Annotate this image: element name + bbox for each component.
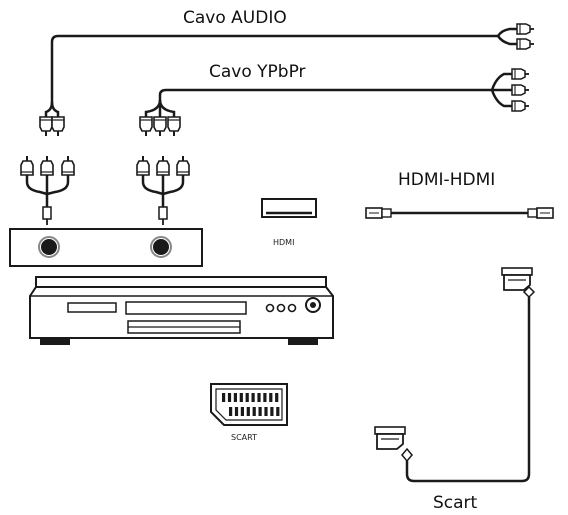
scart-pin [269, 393, 273, 402]
audio-plug-end-2-icon [516, 38, 535, 50]
hdmi-port-icon [261, 198, 317, 218]
scart-pin [227, 393, 232, 402]
audio-adapter-plug-3-icon [61, 155, 75, 176]
dvd-player-icon [29, 276, 334, 345]
audio-plug-right-icon [51, 116, 65, 137]
scart-pin [270, 407, 274, 416]
scart-cable [374, 267, 536, 483]
scart-pin [257, 393, 261, 402]
audio-adapter [20, 155, 75, 225]
audio-plug-left-icon [39, 116, 53, 137]
ypbpr-plug-end-1-icon [511, 68, 530, 80]
ypbpr-plug-pb-icon [153, 116, 167, 137]
scart-pins [222, 393, 280, 416]
video-adapter-plug-3-icon [176, 155, 190, 176]
audio-adapter-plug-2-icon [40, 155, 54, 176]
ypbpr-cable-label: Cavo YPbPr [209, 62, 306, 82]
scart-pin [275, 393, 279, 402]
video-jack-icon [153, 239, 169, 255]
scart-pin [229, 407, 233, 416]
scart-pin [240, 407, 244, 416]
ypbpr-plug-y-icon [139, 116, 153, 137]
scart-pin [234, 407, 239, 416]
ypbpr-plug-end-3-icon [511, 100, 530, 112]
hdmi-port-label: HDMI [273, 238, 294, 247]
hdmi-cable-label: HDMI-HDMI [398, 170, 495, 190]
audio-plug-end-1-icon [516, 23, 535, 35]
hdmi-cable [365, 207, 554, 219]
scart-pin [258, 407, 262, 416]
scart-pin [263, 393, 267, 402]
video-adapter-plug-1-icon [136, 155, 150, 176]
scart-pin [276, 407, 280, 416]
scart-pin [233, 393, 237, 402]
scart-pin [251, 393, 255, 402]
connector-panel [9, 228, 203, 267]
scart-cable-label: Scart [433, 493, 478, 513]
audio-adapter-plug-1-icon [20, 155, 34, 176]
scart-pin [252, 407, 256, 416]
ypbpr-cable [139, 68, 530, 137]
video-adapter [136, 155, 190, 225]
video-adapter-plug-2-icon [156, 155, 170, 176]
scart-port-icon [210, 383, 288, 426]
audio-cable [39, 23, 535, 137]
scart-pin [245, 393, 249, 402]
scart-pin [222, 393, 226, 402]
audio-jack-icon [41, 239, 57, 255]
scart-pin [246, 407, 250, 416]
scart-pin [264, 407, 268, 416]
scart-pin [239, 393, 243, 402]
scart-port-label: SCART [231, 433, 257, 442]
audio-cable-label: Cavo AUDIO [183, 8, 287, 28]
ypbpr-plug-pr-icon [167, 116, 181, 137]
ypbpr-plug-end-2-icon [511, 84, 530, 96]
